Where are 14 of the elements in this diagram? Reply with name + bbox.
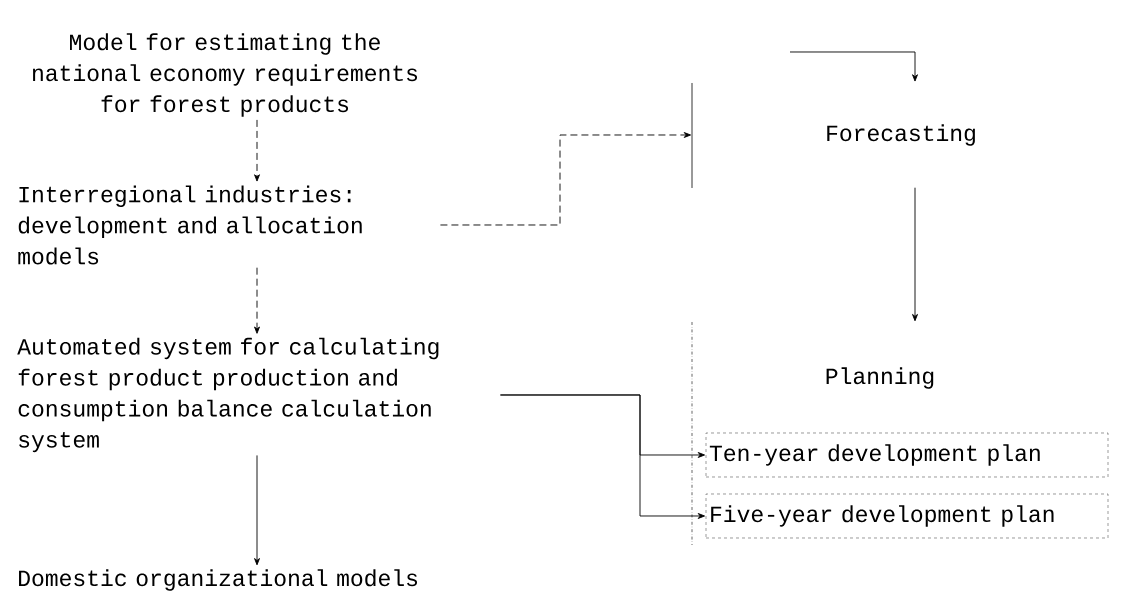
- arrow: [439, 132, 692, 226]
- arrow: [254, 119, 260, 182]
- arrow: [254, 454, 260, 566]
- model-text: Domestic organizational models: [19, 569, 418, 591]
- arrow: [499, 394, 705, 519]
- model-text: Model for estimating the national economy requirements for forest products: [33, 33, 418, 117]
- arrow: [912, 187, 918, 322]
- forecasting-block: Forecasting: [691, 82, 975, 189]
- system-text: Automated system for calculating forest product production and consumption balance calculation system: [17, 337, 439, 453]
- plan-box: Ten-year development plan: [705, 432, 1109, 478]
- arrow: [789, 51, 918, 82]
- plan-box: Five-year development plan: [705, 493, 1109, 539]
- arrow: [254, 267, 260, 334]
- model-text: Interregional industries: development and allocation models: [18, 185, 362, 265]
